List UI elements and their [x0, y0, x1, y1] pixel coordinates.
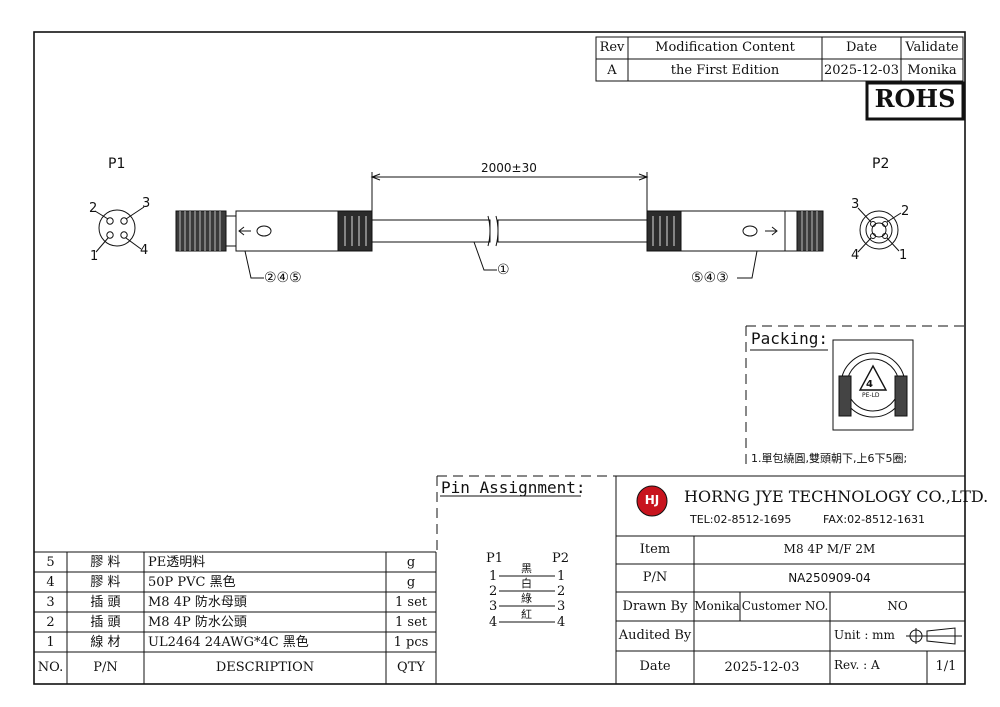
customer-no-value: NO	[887, 599, 908, 613]
projection-symbol-icon	[906, 627, 962, 645]
pin-assign-left-4: 4	[489, 615, 498, 630]
audited-by-label: Audited By	[618, 628, 692, 643]
company-logo-text: HJ	[644, 493, 660, 507]
p1-pin-4: 4	[140, 243, 149, 258]
title-block-lines	[615, 475, 965, 684]
pin-assign-left-3: 3	[489, 599, 498, 614]
bom-row-no: 4	[46, 575, 55, 590]
callout-center: ①	[497, 262, 510, 278]
pin-assign-left-2: 2	[489, 584, 498, 599]
item-value: M8 4P M/F 2M	[783, 542, 876, 556]
pin-assign-right-2: 2	[557, 584, 566, 599]
p1-face-view	[94, 206, 145, 253]
cable-assembly	[175, 210, 824, 252]
pin-assignment-wires	[499, 575, 555, 623]
rev-value: A	[607, 63, 617, 78]
revision-table-lines	[595, 36, 964, 82]
callout-left: ②④⑤	[264, 270, 302, 286]
sheet-number: 1/1	[935, 659, 957, 674]
validate-value: Monika	[907, 63, 957, 78]
bom-row-desc: 50P PVC 黑色	[148, 575, 236, 590]
packing-note: 1.單包繞圓,雙頭朝下,上6下5圈;	[751, 452, 908, 465]
bom-row-desc: M8 4P 防水公頭	[148, 615, 247, 630]
pin-assign-right-1: 1	[557, 569, 566, 584]
bom-row-unit: 1 pcs	[393, 635, 429, 650]
callout-right: ⑤④③	[691, 270, 729, 286]
bag-material-text: PE-LD	[862, 392, 880, 399]
customer-no-label: Customer NO.	[741, 599, 829, 613]
bom-row-unit: 1 set	[395, 615, 427, 630]
pin-assign-color-3: 綠	[521, 592, 532, 605]
company-fax: FAX:02-8512-1631	[823, 513, 926, 526]
pin-assign-right-4: 4	[557, 615, 566, 630]
bom-row-pn: 膠 料	[90, 575, 121, 590]
packing-frame	[745, 325, 965, 470]
pn-label: P/N	[642, 570, 668, 585]
company-name: HORNG JYE TECHNOLOGY CO.,LTD.	[684, 487, 989, 506]
bom-row-desc: PE透明料	[148, 555, 206, 570]
unit-label: Unit : mm	[834, 628, 895, 642]
pin-assign-color-2: 白	[521, 577, 532, 590]
bom-row-unit: g	[406, 555, 416, 570]
bom-row-unit: g	[406, 575, 416, 590]
p1-label: P1	[108, 156, 126, 172]
p1-pin-2: 2	[89, 201, 98, 216]
pin-assign-color-4: 紅	[521, 608, 532, 621]
length-dimension-text: 2000±30	[481, 161, 537, 175]
recycle-code: 4	[866, 379, 873, 390]
rohs-mark: ROHS	[874, 84, 956, 113]
item-label: Item	[639, 542, 671, 557]
date-header: Date	[845, 40, 878, 55]
pin-assign-left-1: 1	[489, 569, 498, 584]
pin-assign-p2: P2	[552, 551, 570, 566]
bom-row-pn: 插 頭	[90, 595, 121, 610]
p2-pin-4: 4	[851, 248, 860, 263]
callout-leaders	[244, 241, 758, 279]
p2-pin-2: 2	[901, 204, 910, 219]
pin-assign-color-1: 黑	[521, 562, 532, 575]
modification-value: the First Edition	[670, 63, 780, 78]
p1-pin-3: 3	[142, 196, 151, 211]
modification-header: Modification Content	[655, 40, 795, 55]
bom-row-unit: 1 set	[395, 595, 427, 610]
bom-header-description: DESCRIPTION	[215, 660, 315, 675]
bom-header-pn: P/N	[93, 660, 118, 675]
p2-pin-1: 1	[899, 248, 908, 263]
p2-face-view	[857, 207, 902, 253]
company-logo-icon	[636, 485, 668, 517]
bom-row-no: 2	[46, 615, 55, 630]
bom-row-no: 1	[46, 635, 55, 650]
drawn-by-label: Drawn By	[622, 599, 688, 614]
p2-pin-3: 3	[851, 197, 860, 212]
p2-label: P2	[872, 156, 890, 172]
bom-row-pn: 膠 料	[90, 555, 121, 570]
rev-label: Rev. : A	[834, 658, 880, 672]
company-tel: TEL:02-8512-1695	[690, 513, 792, 526]
drawn-by-value: Monika	[694, 599, 740, 613]
bom-header-qty: QTY	[397, 660, 425, 675]
bom-row-no: 3	[46, 595, 55, 610]
p1-pin-1: 1	[90, 249, 99, 264]
bom-row-desc: M8 4P 防水母頭	[148, 595, 247, 610]
bom-table-lines	[34, 551, 437, 684]
date-label: Date	[639, 659, 671, 674]
bom-row-pn: 插 頭	[90, 615, 121, 630]
pin-assignment-frame	[436, 475, 616, 552]
bom-row-pn: 線 材	[90, 635, 121, 650]
pin-assignment-title: Pin Assignment:	[441, 478, 586, 497]
bom-header-no: NO.	[37, 660, 64, 675]
length-dimension	[370, 172, 649, 211]
bom-row-no: 5	[46, 555, 55, 570]
rev-header: Rev	[599, 40, 625, 55]
date-value: 2025-12-03	[724, 660, 800, 675]
revision-date-value: 2025-12-03	[824, 63, 899, 78]
pin-assign-right-3: 3	[557, 599, 566, 614]
pin-assign-p1: P1	[486, 551, 504, 566]
pn-value: NA250909-04	[788, 571, 871, 585]
packing-title: Packing:	[751, 329, 829, 348]
bom-row-desc: UL2464 24AWG*4C 黑色	[148, 635, 309, 650]
validate-header: Validate	[905, 40, 959, 55]
